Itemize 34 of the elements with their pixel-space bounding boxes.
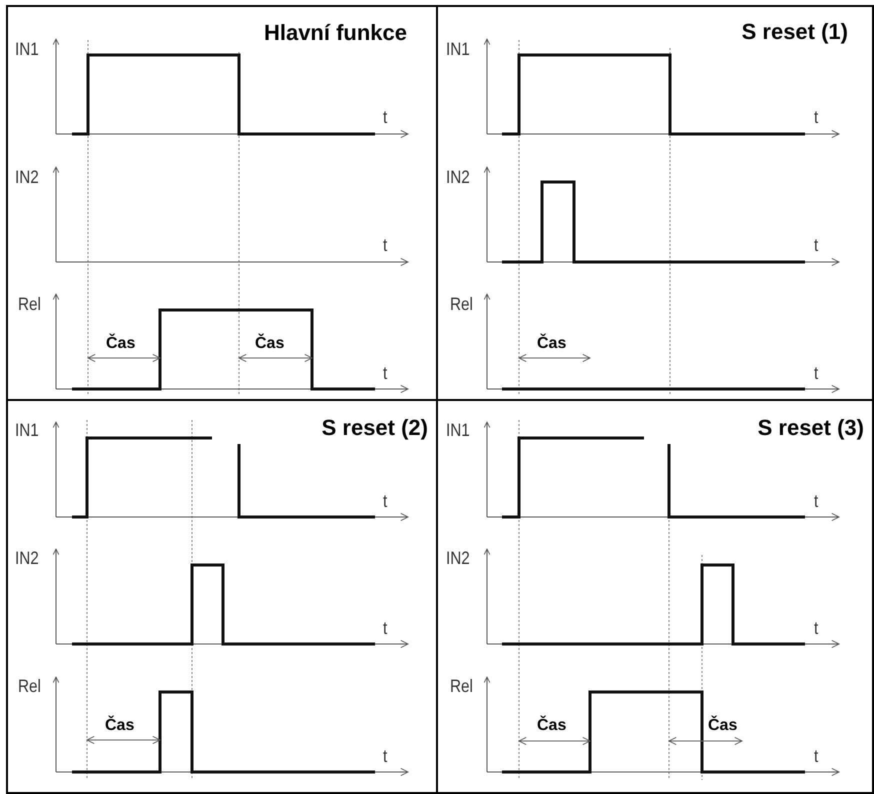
axis-label: IN2 <box>446 549 470 567</box>
axis-label: t <box>814 747 818 765</box>
interval-label: Čas <box>537 718 566 734</box>
interval-label: Čas <box>708 718 738 734</box>
axis-label: Rel <box>450 295 473 313</box>
axis-label: IN2 <box>15 168 39 186</box>
axis-label: Rel <box>18 677 41 695</box>
axis-label: t <box>383 364 388 382</box>
interval-label: Čas <box>106 336 136 352</box>
axis-label: IN2 <box>15 549 39 567</box>
axis-label: IN1 <box>15 40 39 58</box>
axis-label: t <box>383 619 388 637</box>
timing-panel <box>436 399 874 794</box>
interval-label: Čas <box>537 336 566 352</box>
axis-label: t <box>814 364 818 382</box>
axis-label: t <box>383 108 388 126</box>
axis-label: t <box>814 236 818 254</box>
timing-panel <box>6 5 438 401</box>
axis-label: t <box>383 492 388 510</box>
axis-label: t <box>814 619 818 637</box>
interval-label: Čas <box>105 718 134 734</box>
axis-label: Rel <box>18 295 41 313</box>
axis-label: IN1 <box>15 421 39 439</box>
axis-label: t <box>814 492 818 510</box>
axis-label: t <box>383 236 388 254</box>
timing-panel <box>6 399 438 794</box>
timing-panel <box>436 5 874 401</box>
interval-label: Čas <box>255 336 284 352</box>
axis-label: t <box>814 108 818 126</box>
axis-label: IN2 <box>446 168 470 186</box>
axis-label: t <box>383 747 388 765</box>
axis-label: IN1 <box>446 421 470 439</box>
axis-label: IN1 <box>446 40 470 58</box>
axis-label: Rel <box>450 677 473 695</box>
